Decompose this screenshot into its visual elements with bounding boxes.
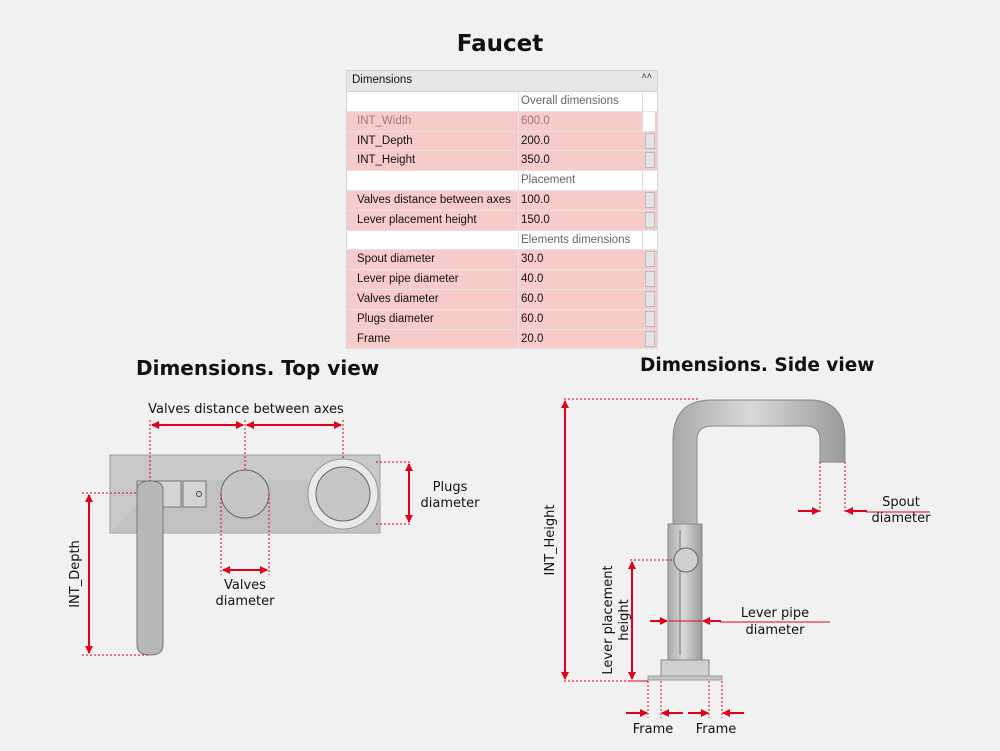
param-value[interactable]: 40.0 — [521, 273, 544, 286]
spout — [672, 399, 846, 526]
page-title: Faucet — [456, 31, 544, 57]
table-row[interactable]: Lever pipe diameter 40.0 — [347, 270, 657, 290]
valves-label-line2: diameter — [216, 594, 276, 609]
associate-parameter-button[interactable] — [645, 271, 655, 288]
associate-parameter-button[interactable] — [645, 290, 655, 307]
base-collar — [660, 659, 710, 677]
lever-knob — [673, 547, 699, 573]
table-row[interactable]: Spout diameter 30.0 — [347, 250, 657, 271]
param-value[interactable]: 60.0 — [521, 312, 544, 325]
associate-parameter-button[interactable] — [645, 330, 655, 347]
spout-label-line2: diameter — [872, 511, 932, 526]
chevron-up-icon[interactable]: ˄˄ — [641, 71, 652, 81]
param-value: Overall dimensions — [521, 95, 619, 107]
side-view-title: Dimensions. Side view — [640, 355, 875, 376]
param-value[interactable]: 150.0 — [521, 213, 550, 226]
param-name: Valves distance between axes — [357, 193, 511, 206]
param-name: Frame — [357, 332, 391, 345]
frame-plate — [647, 675, 723, 681]
plug-knob — [315, 466, 371, 522]
valves-label-line1: Valves — [224, 578, 266, 593]
table-group-row: Overall dimensions — [347, 92, 657, 112]
valve-knob — [220, 469, 270, 519]
plugs-label-line2: diameter — [421, 496, 481, 511]
table-row[interactable]: INT_Height 350.0 — [347, 151, 657, 172]
param-value[interactable]: 30.0 — [521, 253, 544, 266]
associate-parameter-button[interactable] — [645, 310, 655, 327]
associate-parameter-button[interactable] — [645, 191, 655, 208]
associate-parameter-button[interactable] — [645, 152, 655, 169]
side-view-drawing: INT_Height Lever placement height Spout … — [543, 398, 932, 737]
frame-label-right: Frame — [696, 722, 737, 737]
lever-pipe-label-line1: Lever pipe — [741, 606, 809, 621]
param-name: INT_Width — [357, 114, 412, 127]
row-end-cell — [642, 111, 655, 131]
associate-parameter-button[interactable] — [645, 251, 655, 268]
lever-handle — [136, 480, 164, 656]
faucet-body — [667, 523, 703, 661]
push-button — [182, 480, 207, 508]
param-name: INT_Height — [357, 154, 416, 167]
param-value[interactable]: 600.0 — [521, 114, 550, 127]
associate-parameter-button[interactable] — [645, 211, 655, 228]
param-value[interactable]: 20.0 — [521, 332, 544, 345]
lever-pipe-label-line2: diameter — [746, 623, 806, 638]
table-row[interactable]: Valves distance between axes 100.0 — [347, 190, 657, 211]
param-name: Valves diameter — [357, 292, 439, 305]
dimensions-group-header[interactable]: Dimensions ˄˄ — [347, 71, 657, 92]
param-value: Placement — [521, 174, 576, 187]
param-value[interactable]: 60.0 — [521, 292, 544, 305]
param-name: Lever pipe diameter — [357, 273, 459, 286]
lever-placement-label-line2: height — [617, 599, 632, 640]
table-group-row: Placement — [347, 171, 657, 191]
table-row[interactable]: Plugs diameter 60.0 — [347, 309, 657, 330]
table-row[interactable]: Frame 20.0 — [347, 329, 657, 350]
table-row[interactable]: Valves diameter 60.0 — [347, 289, 657, 310]
top-view-drawing: Valves distance between axes Plugs diame… — [68, 402, 481, 656]
int-height-label: INT_Height — [543, 505, 558, 576]
table-row[interactable]: Lever placement height 150.0 — [347, 210, 657, 231]
row-end-cell — [642, 171, 655, 190]
param-value[interactable]: 100.0 — [521, 193, 550, 206]
table-group-row: Elements dimensions — [347, 230, 657, 251]
param-value[interactable]: 350.0 — [521, 154, 550, 167]
table-row[interactable]: INT_Depth 200.0 — [347, 131, 657, 152]
row-end-cell — [642, 92, 655, 111]
param-name: Plugs diameter — [357, 312, 434, 325]
group-header-label: Dimensions — [352, 74, 413, 86]
associate-parameter-button[interactable] — [645, 132, 655, 149]
top-view-title: Dimensions. Top view — [136, 356, 380, 380]
param-value[interactable]: 200.0 — [521, 134, 550, 147]
valves-distance-label: Valves distance between axes — [148, 402, 344, 417]
param-value: Elements dimensions — [521, 233, 631, 246]
param-name: Spout diameter — [357, 253, 435, 266]
param-name: Lever placement height — [357, 213, 477, 226]
frame-label-left: Frame — [633, 722, 674, 737]
row-end-cell — [642, 230, 655, 250]
lever-placement-label-line1: Lever placement — [601, 565, 616, 674]
plugs-label-line1: Plugs — [433, 480, 468, 495]
int-depth-label: INT_Depth — [68, 540, 83, 608]
spout-label-line1: Spout — [882, 495, 920, 510]
param-name: INT_Depth — [357, 134, 413, 147]
table-row[interactable]: INT_Width 600.0 — [347, 111, 657, 132]
